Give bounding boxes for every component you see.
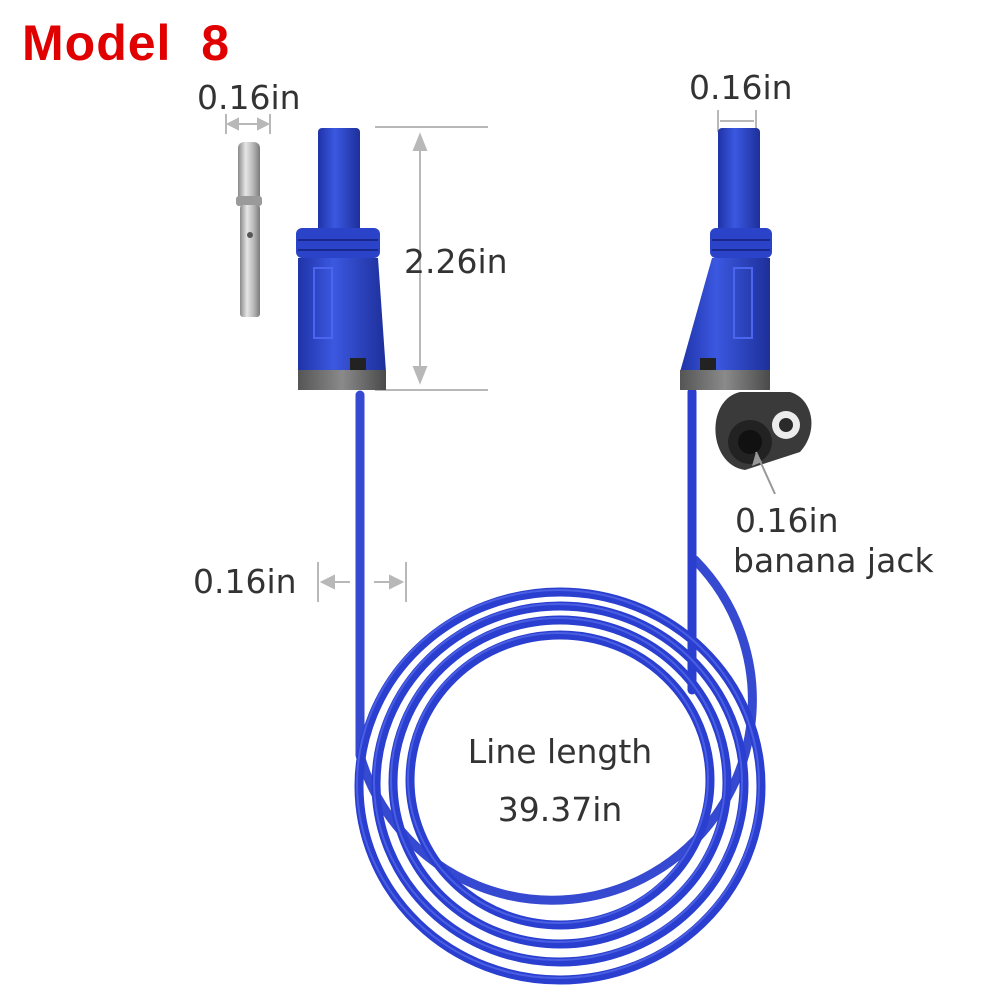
top-plug-diameter-label: 0.16in bbox=[689, 68, 793, 107]
wire-diameter-label: 0.16in bbox=[193, 562, 297, 601]
model-title: Model 8 bbox=[22, 15, 231, 71]
right-plug-icon bbox=[680, 128, 772, 390]
jack-socket-icon bbox=[715, 392, 812, 495]
plug-length-label: 2.26in bbox=[404, 242, 508, 281]
jack-size-label: 0.16in bbox=[735, 501, 839, 540]
pin-width-dimension bbox=[225, 114, 271, 134]
pin-diameter-label: 0.16in bbox=[197, 78, 301, 117]
wire-width-dimension bbox=[317, 562, 407, 602]
plug-length-dimension bbox=[375, 126, 488, 391]
line-length-label: Line length bbox=[467, 732, 653, 771]
line-length-value: 39.37in bbox=[497, 790, 623, 829]
jack-type-label: banana jack bbox=[733, 541, 934, 580]
left-plug-icon bbox=[296, 128, 386, 390]
banana-pin-icon bbox=[236, 142, 262, 317]
cable-coil bbox=[354, 387, 766, 985]
